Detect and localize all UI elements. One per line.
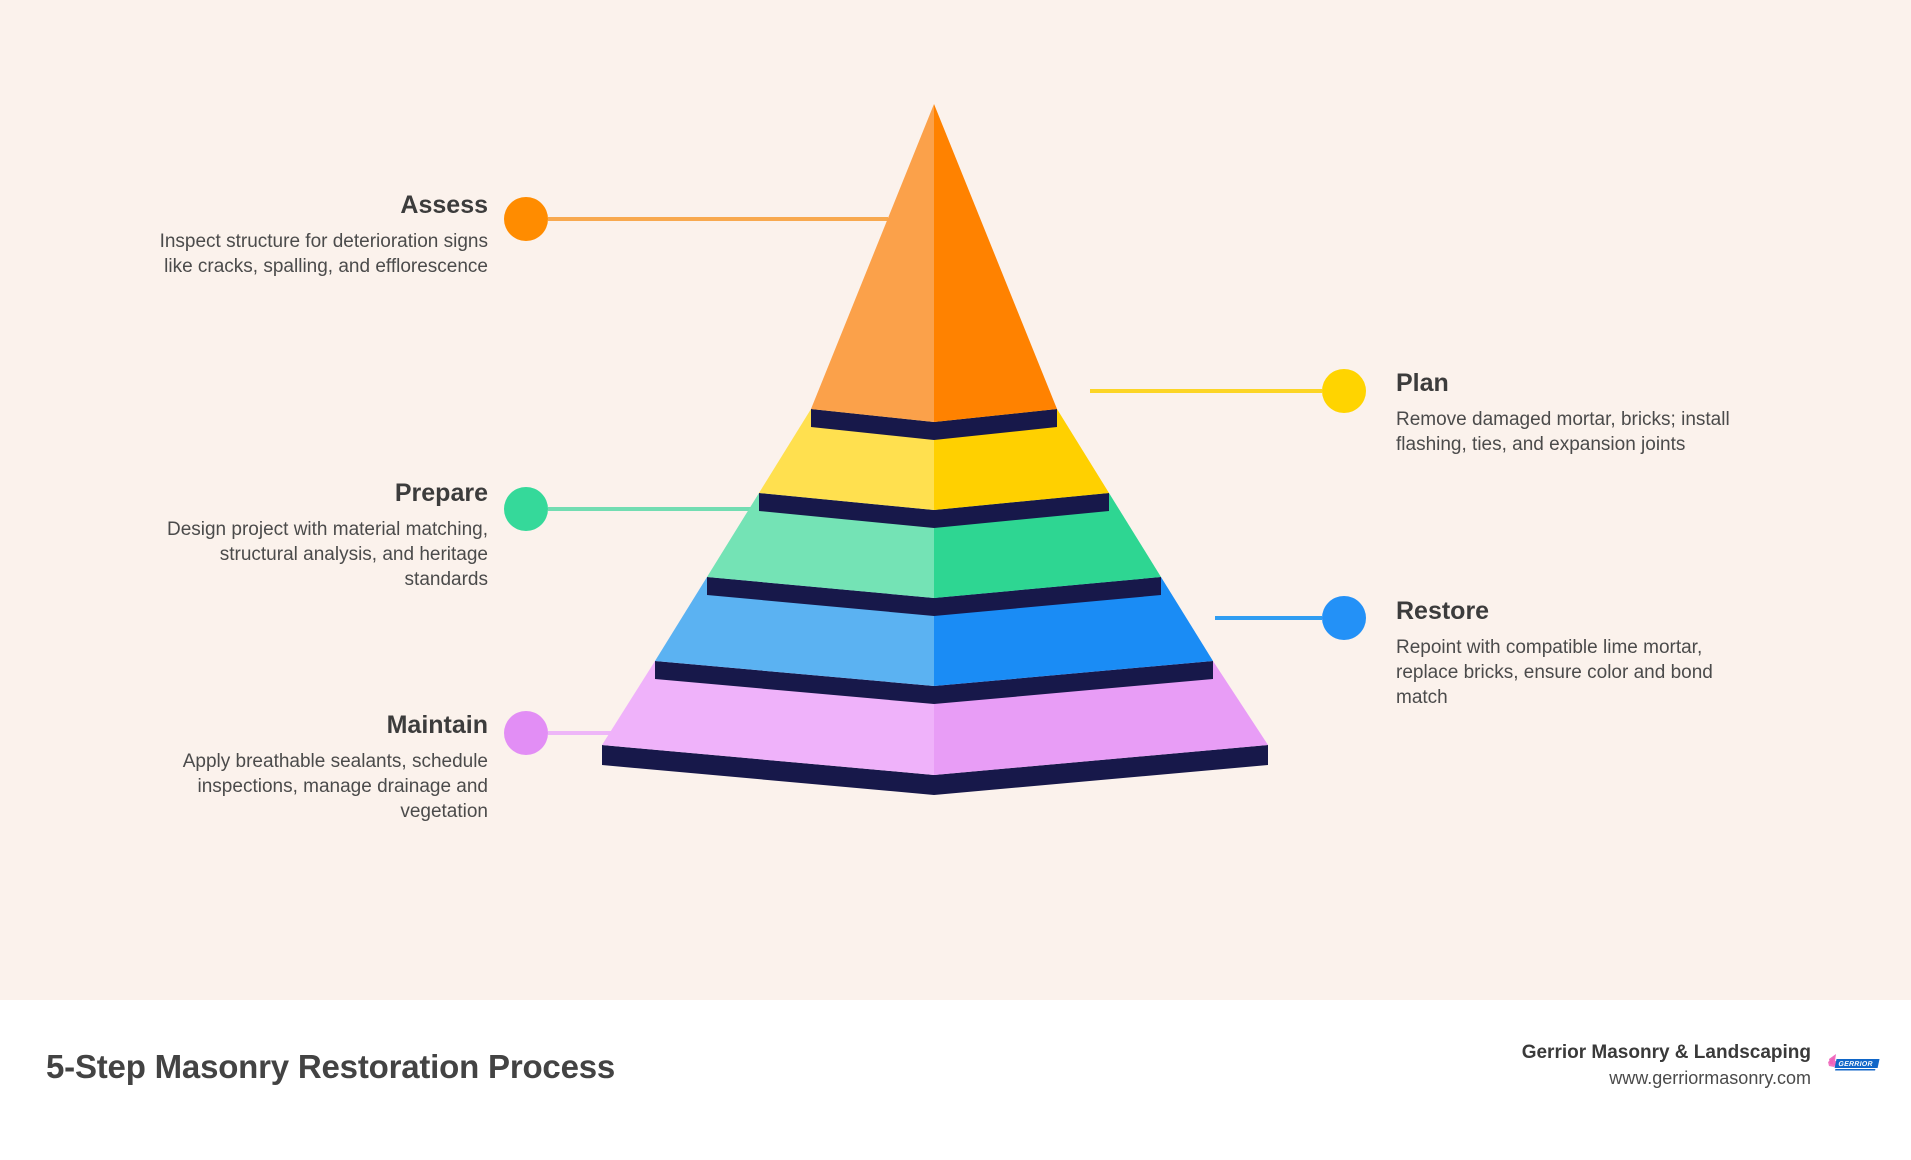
brand-name: Gerrior Masonry & Landscaping (1521, 1042, 1811, 1063)
connector-lines (548, 217, 1322, 735)
step-title-assess: Assess (400, 191, 488, 219)
diagram-canvas: Assess Inspect structure for deteriorati… (0, 0, 1911, 1000)
step-title-restore: Restore (1396, 597, 1490, 625)
step-label-assess[interactable]: Assess Inspect structure for deteriorati… (148, 190, 488, 279)
step-description-assess: Inspect structure for deterioration sign… (159, 231, 488, 278)
connector-dot-prepare (504, 487, 548, 531)
svg-text:GERRIOR: GERRIOR (1838, 1061, 1874, 1068)
step-title-prepare: Prepare (394, 479, 488, 507)
connector-dot-plan (1322, 369, 1366, 413)
footer-bar: 5-Step Masonry Restoration Process Gerri… (0, 1000, 1911, 1160)
connector-dots (504, 197, 1366, 755)
pyramid-tier-assess[interactable] (811, 104, 1057, 422)
step-title-plan: Plan (1396, 369, 1449, 397)
connector-dot-assess (504, 197, 548, 241)
step-label-prepare[interactable]: Prepare Design project with material mat… (148, 478, 488, 592)
step-description-restore: Repoint with compatible lime mortar, rep… (1396, 637, 1713, 709)
step-description-plan: Remove damaged mortar, bricks; install f… (1396, 409, 1730, 456)
gerrior-logo-icon: GERRIOR (1827, 1052, 1883, 1078)
step-title-maintain: Maintain (386, 711, 488, 739)
step-description-prepare: Design project with material matching, s… (166, 519, 488, 591)
brand-block[interactable]: Gerrior Masonry & Landscaping www.gerrio… (1522, 1040, 1883, 1090)
connector-dot-maintain (504, 711, 548, 755)
pyramid-diagram (504, 104, 1366, 795)
connector-dot-restore (1322, 596, 1366, 640)
pyramid-separator-1 (811, 409, 1057, 440)
brand-url[interactable]: www.gerriormasonry.com (1609, 1067, 1811, 1088)
footer-title: 5-Step Masonry Restoration Process (46, 1048, 616, 1085)
step-label-maintain[interactable]: Maintain Apply breathable sealants, sche… (148, 710, 488, 824)
pyramid-separator-2 (759, 493, 1109, 528)
pyramid-separator-4 (655, 661, 1213, 704)
brand-text: Gerrior Masonry & Landscaping www.gerrio… (1522, 1040, 1811, 1090)
step-label-restore[interactable]: Restore Repoint with compatible lime mor… (1396, 596, 1736, 710)
pyramid-separator-3 (707, 577, 1161, 616)
step-label-plan[interactable]: Plan Remove damaged mortar, bricks; inst… (1396, 368, 1736, 457)
step-description-maintain: Apply breathable sealants, schedule insp… (182, 751, 488, 823)
